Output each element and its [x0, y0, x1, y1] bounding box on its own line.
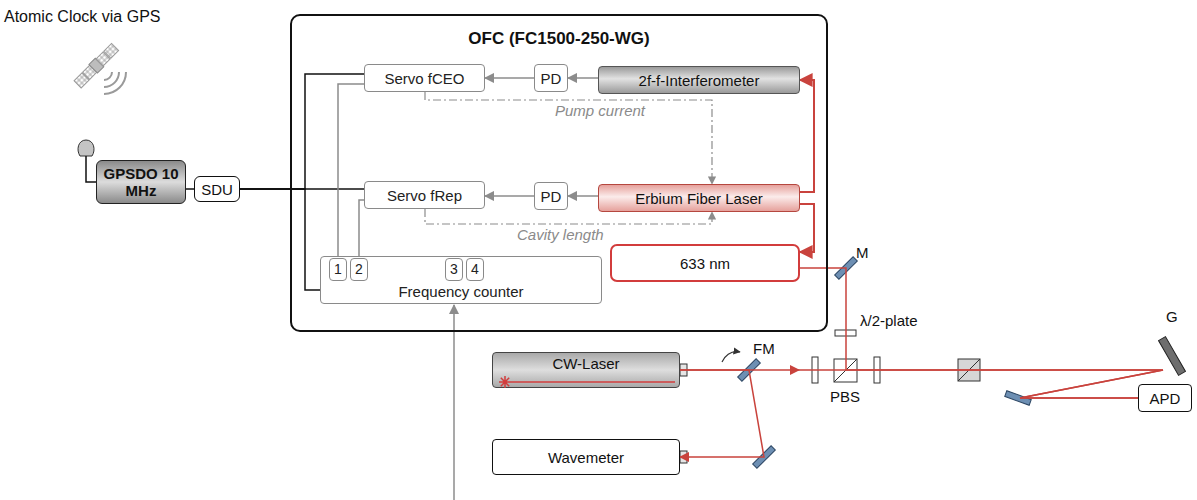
wavemeter-box: Wavemeter	[492, 439, 680, 475]
part-name: FM	[753, 340, 775, 357]
box-label: 1	[334, 261, 342, 278]
control-line	[425, 92, 712, 184]
beam-path	[800, 268, 1163, 398]
antenna-icon	[78, 140, 94, 156]
servo-box: Servo fRep	[364, 181, 485, 209]
channel-box: 1	[329, 258, 347, 281]
servo-box: Servo fCEO	[364, 64, 485, 92]
part-name: PBS	[830, 388, 860, 405]
box-label: CW-Laser	[552, 355, 619, 372]
box-label: PD	[541, 70, 562, 87]
box-label: 4	[471, 261, 479, 278]
signal-wire	[568, 77, 598, 79]
edge-label: Pump current	[553, 103, 647, 119]
gpsdo-box: GPSDO 10 MHz	[96, 160, 186, 204]
mirror	[738, 257, 1032, 469]
signal-waves	[104, 72, 126, 94]
laser-beam-line	[511, 381, 675, 383]
signal-waves	[104, 72, 112, 80]
box-label: Servo fRep	[387, 187, 462, 204]
signal-wire	[338, 84, 364, 258]
signal-waves	[104, 72, 126, 94]
box-heading: OFC (FC1500-250-WG)	[468, 30, 649, 47]
box-label: Wavemeter	[548, 449, 624, 466]
signal-wire	[186, 188, 194, 190]
signal-wire	[485, 77, 534, 79]
box-label: PD	[541, 188, 562, 205]
fiber-port	[680, 364, 687, 463]
sdu-box: SDU	[194, 176, 240, 202]
channel-box: 3	[445, 258, 463, 281]
satellite-icon	[104, 43, 119, 58]
box-label: 2f-f-Interferometer	[639, 72, 760, 89]
box-label: APD	[1150, 390, 1181, 407]
ofc-housing: OFC (FC1500-250-WG) Servo fCEO PD 2f-f-Inte…	[290, 14, 828, 332]
signal-wire	[485, 195, 534, 197]
flip-arrow	[722, 352, 740, 362]
box-label: 2	[355, 261, 363, 278]
signal-wire	[240, 189, 320, 290]
channel-box: 4	[466, 258, 484, 281]
beam-path	[680, 370, 764, 457]
satellite-icon	[74, 73, 89, 88]
laser-output-box: 633 nm	[610, 244, 800, 282]
fiber-laser-box: Erbium Fiber Laser	[598, 184, 800, 212]
box-label: Frequency counter	[398, 283, 523, 300]
signal-wire	[240, 74, 364, 189]
box-label: 3	[450, 261, 458, 278]
satellite-icon	[73, 43, 119, 89]
box-label: Erbium Fiber Laser	[635, 190, 763, 207]
beam-path	[800, 204, 814, 252]
interferometer-box: 2f-f-Interferometer	[598, 66, 800, 94]
figure-note: Atomic Clock via GPS	[4, 8, 160, 25]
part-name: M	[856, 244, 869, 261]
signal-wire	[359, 200, 364, 258]
signal-wire	[568, 195, 598, 197]
counter-box: Frequency counter 12 34	[320, 256, 602, 304]
apd-box: APD	[1138, 384, 1192, 412]
box-label: SDU	[201, 181, 233, 198]
beam-path	[800, 80, 814, 192]
box-label: Servo fCEO	[384, 70, 464, 87]
edge-label: Cavity length	[515, 227, 606, 243]
part-name: λ/2-plate	[860, 312, 918, 329]
signal-line	[453, 305, 455, 500]
box-label: GPSDO 10 MHz	[97, 165, 185, 199]
cw-laser-box: CW-Laser	[492, 352, 680, 388]
part-name: G	[1166, 308, 1178, 325]
box-label: 633 nm	[680, 255, 730, 272]
laser-star	[499, 376, 511, 388]
channel-box: 2	[350, 258, 368, 281]
signal-waves	[104, 72, 119, 87]
photodiode-box: PD	[534, 182, 568, 210]
photodiode-box: PD	[534, 64, 568, 92]
